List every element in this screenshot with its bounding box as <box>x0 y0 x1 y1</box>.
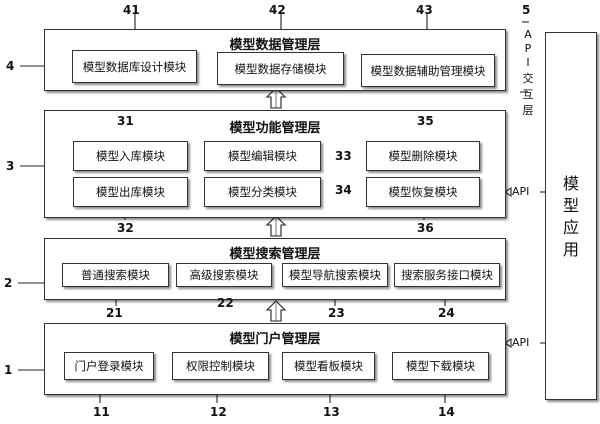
module-box: 模型删除模块 <box>366 141 480 171</box>
api-label: API <box>512 185 530 198</box>
module-box: 模型数据存储模块 <box>217 52 344 85</box>
module-number: 35 <box>417 114 434 128</box>
api-vertical-char: 层 <box>522 104 534 117</box>
api-label: API <box>512 336 530 349</box>
api-vertical-char: A <box>524 28 532 41</box>
module-number: 42 <box>269 3 286 17</box>
module-box: 普通搜索模块 <box>62 263 169 287</box>
module-number: 12 <box>210 405 227 419</box>
module-number: 32 <box>117 221 134 235</box>
app-label-char: 用 <box>562 240 579 259</box>
module-number: 13 <box>323 405 340 419</box>
app-label-char: 模 <box>562 174 579 193</box>
module-number: 36 <box>417 221 434 235</box>
module-box: 高级搜索模块 <box>176 263 272 287</box>
layer-number: 1 <box>4 363 13 377</box>
module-number: 23 <box>328 306 345 320</box>
module-number: 22 <box>217 296 234 310</box>
module-number: 14 <box>438 405 455 419</box>
module-number: 33 <box>335 149 352 163</box>
api-layer-number: 5 <box>522 3 531 17</box>
api-vertical-char: 交 <box>522 72 534 85</box>
module-number: 34 <box>335 183 352 197</box>
layer-number: 4 <box>6 59 15 73</box>
layer-number: 3 <box>6 159 15 173</box>
model-application-box: 模 型 应 用 <box>545 32 597 400</box>
module-number: 24 <box>438 306 455 320</box>
model-application-label: 模 型 应 用 <box>546 173 596 261</box>
layer-title: 模型门户管理层 <box>229 332 321 347</box>
module-box: 搜索服务接口模块 <box>394 263 500 287</box>
api-vertical-char: 互 <box>522 88 534 101</box>
module-box: 模型出库模块 <box>73 177 188 207</box>
module-number: 11 <box>93 405 110 419</box>
layer-title: 模型数据管理层 <box>229 38 321 53</box>
module-box: 模型编辑模块 <box>204 141 321 171</box>
layer-title: 模型搜索管理层 <box>229 247 321 262</box>
module-box: 模型恢复模块 <box>366 177 480 207</box>
module-number: 31 <box>117 114 134 128</box>
module-box: 模型看板模块 <box>282 352 375 380</box>
app-label-char: 型 <box>562 196 579 215</box>
api-vertical-char: I <box>526 56 530 69</box>
module-box: 模型数据辅助管理模块 <box>361 54 495 87</box>
module-box: 模型分类模块 <box>204 177 321 207</box>
module-box: 模型下载模块 <box>392 352 489 380</box>
module-box: 模型入库模块 <box>73 141 188 171</box>
module-box: 模型导航搜索模块 <box>282 263 388 287</box>
module-box: 权限控制模块 <box>172 352 269 380</box>
api-vertical-char: P <box>524 42 532 55</box>
module-box: 门户登录模块 <box>64 352 154 380</box>
module-box: 模型数据库设计模块 <box>72 50 197 83</box>
module-number: 41 <box>123 3 140 17</box>
module-number: 21 <box>106 306 123 320</box>
layer-number: 2 <box>4 276 13 290</box>
app-label-char: 应 <box>562 218 579 237</box>
module-number: 43 <box>416 3 433 17</box>
layer-title: 模型功能管理层 <box>229 121 321 136</box>
